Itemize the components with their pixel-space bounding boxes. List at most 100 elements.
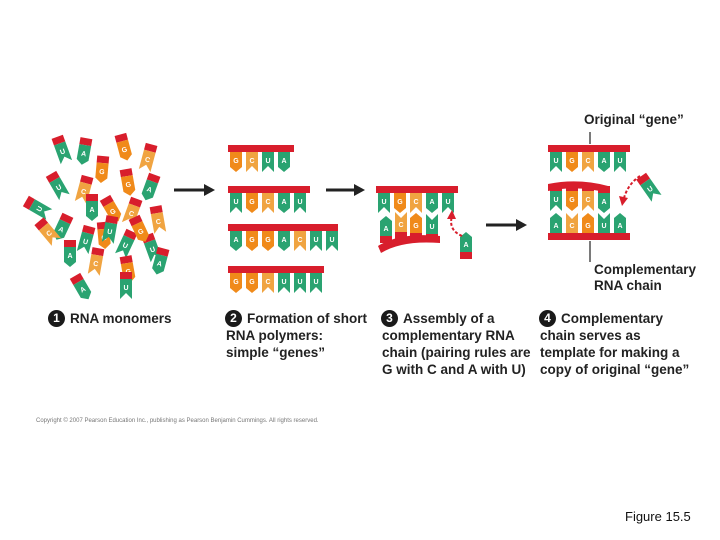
base-letter: U bbox=[647, 185, 655, 194]
base-body bbox=[278, 231, 290, 251]
monomer-tile: A bbox=[69, 272, 92, 300]
base-body bbox=[53, 141, 73, 165]
base-body bbox=[141, 179, 159, 201]
base-body bbox=[566, 191, 578, 211]
strand-nucleotide: C bbox=[582, 145, 594, 172]
complementary-label-line2: RNA chain bbox=[594, 278, 662, 293]
strand-nucleotide: A bbox=[598, 145, 610, 172]
step-2-line1: Formation of short bbox=[247, 311, 367, 326]
monomer-tile: U bbox=[51, 134, 73, 165]
strand-nucleotide: G bbox=[246, 224, 258, 251]
base-letter: C bbox=[92, 261, 98, 269]
strand-nucleotide: G bbox=[230, 266, 242, 293]
base-letter: A bbox=[601, 158, 606, 165]
base-letter: C bbox=[155, 219, 161, 227]
base-body bbox=[262, 273, 274, 293]
base-body bbox=[550, 152, 562, 172]
base-letter: U bbox=[265, 158, 270, 165]
base-letter: G bbox=[121, 146, 129, 154]
rna-monomer: A bbox=[53, 212, 74, 240]
rna-monomer: A bbox=[69, 272, 92, 300]
rna-monomer: U bbox=[101, 215, 119, 244]
phosphate-cap bbox=[380, 236, 392, 243]
base-letter: G bbox=[585, 223, 591, 230]
phosphate-cap bbox=[566, 145, 578, 152]
base-letter: C bbox=[265, 279, 270, 286]
phosphate-cap bbox=[246, 145, 258, 152]
strand-nucleotide: A bbox=[380, 216, 392, 243]
strand-nucleotide: U bbox=[278, 266, 290, 293]
rna-monomer: A bbox=[141, 172, 161, 201]
phosphate-cap bbox=[262, 266, 274, 273]
step4-dashed-arrowhead bbox=[619, 196, 628, 206]
base-letter: C bbox=[297, 237, 302, 244]
base-letter: U bbox=[445, 199, 450, 206]
rna-monomer: U bbox=[22, 195, 53, 220]
phosphate-cap bbox=[378, 186, 390, 193]
rna-monomer: A bbox=[76, 137, 93, 165]
base-letter: U bbox=[36, 205, 45, 213]
base-letter: U bbox=[59, 148, 66, 156]
phosphate-cap bbox=[45, 170, 60, 183]
base-body bbox=[582, 152, 594, 172]
phosphate-cap bbox=[598, 145, 610, 152]
base-letter: A bbox=[233, 237, 238, 244]
strand-nucleotide: U bbox=[598, 213, 610, 240]
strand-nucleotide: A bbox=[614, 213, 626, 240]
base-letter: G bbox=[137, 228, 145, 237]
step-3-line4: G with C and A with U) bbox=[382, 362, 526, 377]
phosphate-cap bbox=[636, 172, 651, 186]
base-body bbox=[614, 213, 626, 233]
rna-monomer: A bbox=[152, 246, 170, 275]
base-body bbox=[120, 175, 136, 196]
phosphate-cap bbox=[582, 184, 594, 191]
strand-nucleotide: U bbox=[550, 145, 562, 172]
monomer-tile: A bbox=[64, 240, 76, 267]
base-letter: G bbox=[249, 199, 255, 206]
base-letter: A bbox=[156, 260, 163, 268]
base-body bbox=[566, 213, 578, 233]
monomer-tile: G bbox=[95, 155, 110, 183]
base-body bbox=[278, 273, 290, 293]
phosphate-cap bbox=[146, 172, 161, 184]
base-letter: A bbox=[146, 186, 153, 194]
base-body bbox=[76, 231, 94, 255]
strand-nucleotide: A bbox=[278, 145, 290, 172]
phosphate-cap bbox=[598, 233, 610, 240]
rna-monomer: U bbox=[115, 228, 138, 259]
base-body bbox=[103, 200, 122, 222]
base-body bbox=[28, 199, 53, 220]
phosphate-cap bbox=[550, 145, 562, 152]
base-letter: U bbox=[329, 237, 334, 244]
base-letter: U bbox=[123, 285, 128, 292]
strand-nucleotide: C bbox=[410, 186, 422, 213]
step-3-line1: Assembly of a bbox=[403, 311, 495, 326]
base-body bbox=[566, 152, 578, 172]
strand-nucleotide: G bbox=[230, 145, 242, 172]
base-letter: A bbox=[57, 226, 65, 234]
phosphate-cap bbox=[426, 234, 438, 241]
strand-nucleotide: U bbox=[262, 145, 274, 172]
phosphate-cap bbox=[294, 186, 306, 193]
phosphate-cap bbox=[262, 186, 274, 193]
base-letter: C bbox=[585, 197, 590, 204]
base-body bbox=[598, 193, 610, 213]
phosphate-cap bbox=[79, 137, 93, 147]
strand-nucleotide: U bbox=[378, 186, 390, 213]
strand-nucleotide: C bbox=[246, 145, 258, 172]
phosphate-cap bbox=[278, 224, 290, 231]
base-letter: C bbox=[249, 158, 254, 165]
strand-nucleotide: U bbox=[550, 184, 562, 211]
phosphate-cap bbox=[119, 168, 133, 178]
base-letter: U bbox=[106, 229, 112, 237]
phosphate-cap bbox=[550, 184, 562, 191]
phosphate-cap bbox=[278, 186, 290, 193]
strand-nucleotide: G bbox=[246, 266, 258, 293]
base-letter: U bbox=[313, 237, 318, 244]
rna-monomer: U bbox=[120, 272, 132, 299]
phosphate-cap bbox=[69, 272, 84, 285]
base-body bbox=[410, 193, 422, 213]
